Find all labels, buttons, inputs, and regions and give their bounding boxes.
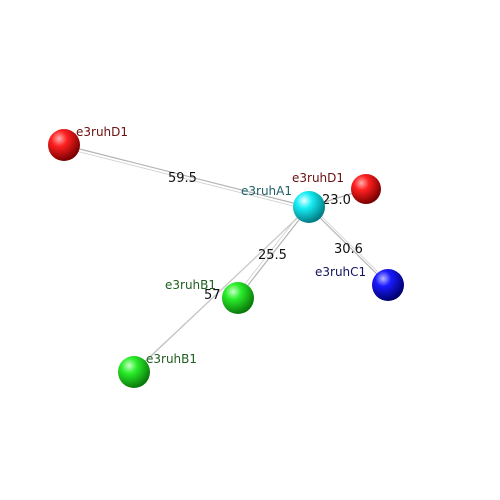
node-label-a1: e3ruhA1 (241, 184, 292, 198)
edge-a1-b1-upper (237, 206, 310, 299)
edges-layer (63, 144, 392, 375)
nodes-layer (48, 129, 404, 388)
node-label-d1-left: e3ruhD1 (76, 125, 128, 139)
node-b1-lower[interactable] (118, 356, 150, 388)
edge-labels-layer: 59.5 23.0 30.6 25.5 57 (168, 171, 363, 303)
edge-a1-d1-left-shadow (63, 147, 310, 211)
node-a1[interactable] (293, 191, 325, 223)
edge-a1-c1-shadow (311, 206, 392, 286)
node-d1-right[interactable] (351, 174, 381, 204)
edge-a1-c1 (308, 206, 389, 286)
node-label-c1: e3ruhC1 (315, 265, 366, 279)
edge-label-a1-c1: 30.6 (334, 242, 363, 257)
edge-label-a1-b1-lower: 57 (204, 288, 221, 303)
node-b1-upper[interactable] (222, 282, 254, 314)
edge-label-a1-d1-right: 23.0 (322, 193, 351, 208)
node-c1[interactable] (372, 269, 404, 301)
node-labels-layer: e3ruhD1 e3ruhD1 e3ruhA1 e3ruhC1 e3ruhB1 … (76, 125, 366, 366)
node-label-b1-upper: e3ruhB1 (165, 278, 216, 292)
edge-a1-b1-lower-shadow (130, 209, 307, 375)
edge-label-a1-b1-upper: 25.5 (258, 248, 287, 263)
edge-label-a1-d1-left: 59.5 (168, 171, 197, 186)
node-label-b1-lower: e3ruhB1 (146, 352, 197, 366)
edge-a1-d1-left (63, 144, 310, 208)
node-label-d1-right: e3ruhD1 (292, 171, 344, 185)
node-d1-left[interactable] (48, 129, 80, 161)
